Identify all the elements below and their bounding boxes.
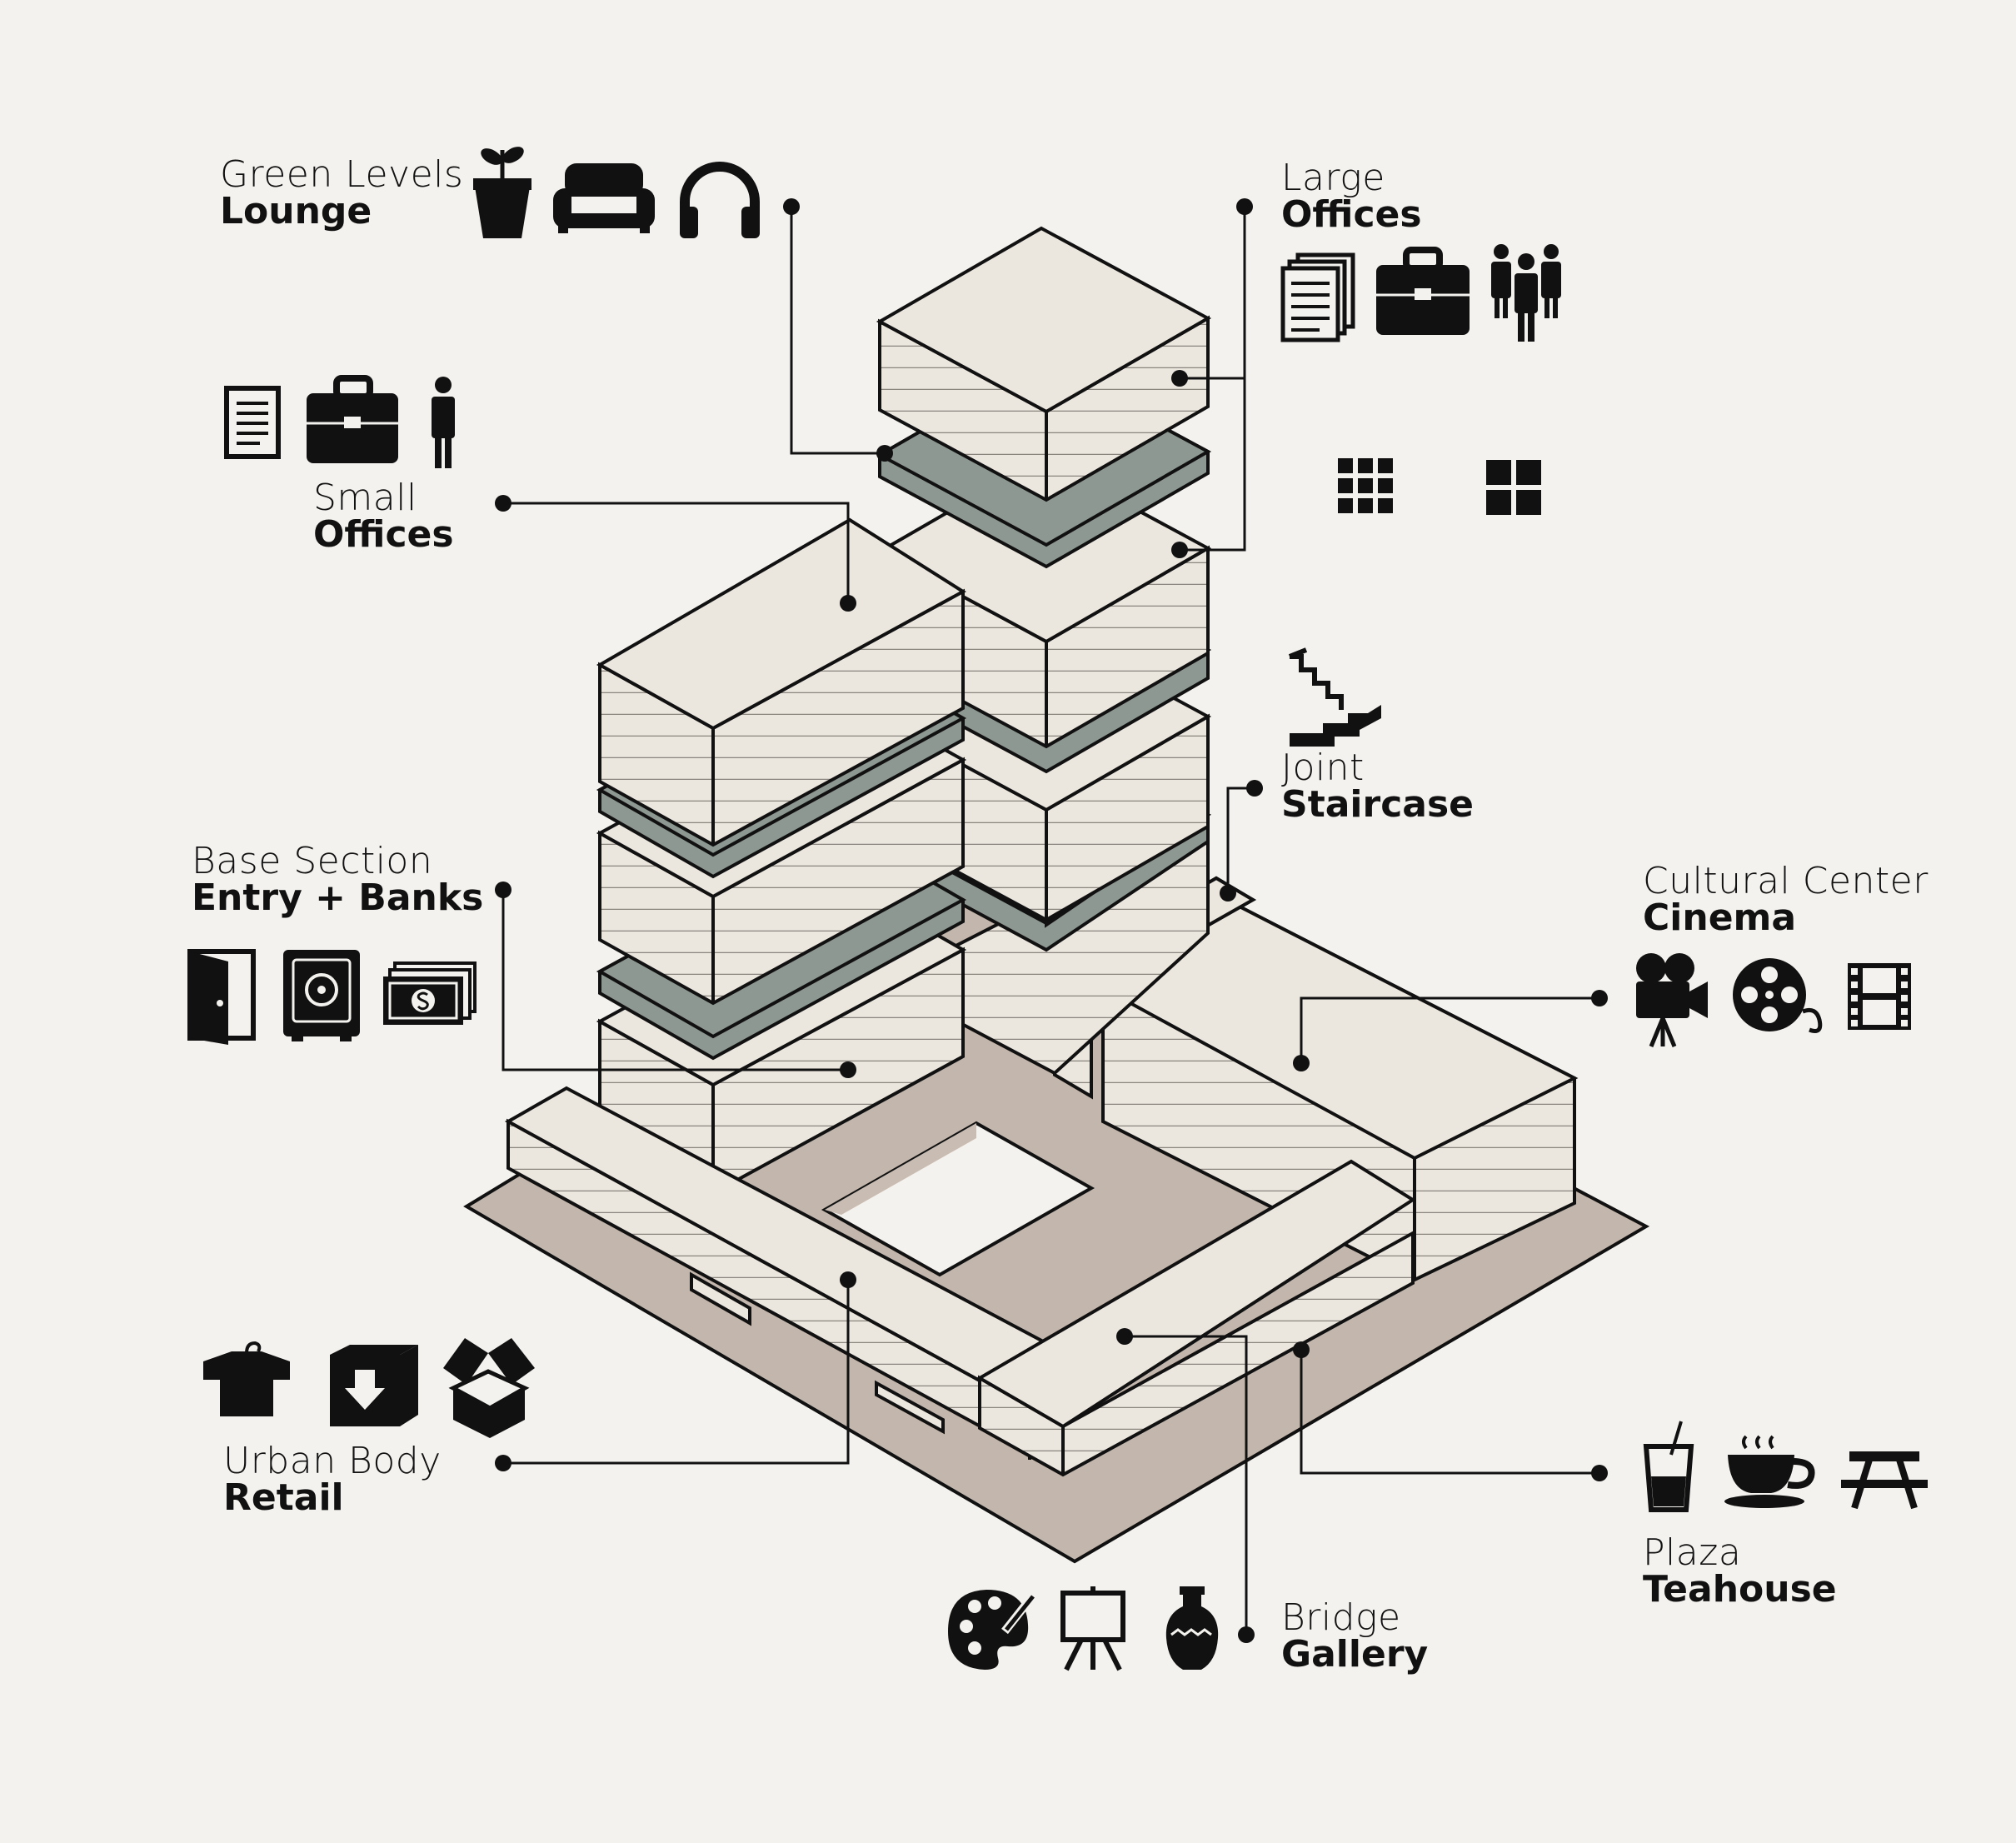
label-line2: Cinema [1643, 897, 1797, 939]
vase-icon [1165, 1586, 1219, 1670]
coffee-cup-icon [1724, 1435, 1815, 1508]
headphones-icon [680, 162, 760, 238]
courtyard-opening [821, 1121, 1095, 1277]
box-icon [330, 1345, 418, 1426]
grid-nine-icon [1338, 458, 1393, 513]
label-line2: Offices [313, 513, 454, 556]
shirt-icon [203, 1341, 290, 1416]
label-line2: Gallery [1281, 1633, 1429, 1676]
small-offices-tower [596, 517, 967, 1196]
label-line2: Retail [223, 1476, 344, 1519]
label-entry-banks: Base Section Entry + Banks [192, 843, 483, 917]
open-box-icon [443, 1338, 535, 1438]
label-line1: Green Levels [220, 153, 464, 196]
movie-camera-icon [1636, 953, 1708, 1047]
label-teahouse: Plaza Teahouse [1643, 1535, 1837, 1608]
documents-icon [1280, 252, 1355, 342]
label-line2: Staircase [1281, 783, 1474, 826]
document-icon [224, 386, 281, 459]
label-line2: Entry + Banks [192, 877, 484, 919]
label-staircase: Joint Staircase [1281, 750, 1474, 823]
drink-cup-icon [1643, 1421, 1694, 1512]
label-retail: Urban Body Retail [223, 1443, 442, 1516]
label-line1: Bridge [1281, 1596, 1401, 1639]
label-line1: Urban Body [223, 1440, 442, 1482]
label-line1: Plaza [1643, 1531, 1742, 1574]
tower-block [876, 226, 1212, 502]
bridge-gallery-bar [976, 1159, 1416, 1477]
stairs-icon [1288, 647, 1381, 747]
label-line1: Cultural Center [1643, 860, 1929, 902]
label-cinema: Cultural Center Cinema [1643, 863, 1929, 936]
leader-lines [502, 207, 1599, 1635]
label-large-offices: Large Offices [1281, 160, 1422, 233]
safe-icon [283, 950, 360, 1041]
plant-pot-icon [473, 147, 531, 238]
money-icon [383, 961, 477, 1025]
label-lounge: Green Levels Lounge [220, 157, 463, 230]
label-line2: Offices [1281, 193, 1422, 236]
briefcase-icon [307, 375, 398, 463]
film-reel-icon [1733, 958, 1823, 1033]
grid-four-icon [1486, 460, 1541, 515]
label-line1: Joint [1281, 747, 1365, 789]
picnic-table-icon [1841, 1451, 1928, 1510]
urban-body-retail-bar [504, 1086, 1104, 1462]
group-of-people-icon [1491, 244, 1561, 342]
label-line2: Lounge [220, 190, 372, 232]
tower-block [596, 517, 966, 847]
palette-icon [948, 1590, 1035, 1670]
label-line2: Teahouse [1643, 1568, 1837, 1611]
door-icon [187, 949, 256, 1045]
label-line1: Small [313, 477, 417, 519]
label-line1: Base Section [192, 840, 433, 882]
label-small-offices: Small Offices [313, 480, 454, 553]
film-strip-icon [1848, 963, 1911, 1030]
person-icon [432, 377, 455, 468]
sofa-icon [553, 163, 655, 233]
label-line1: Large [1281, 157, 1385, 199]
leader-dots [495, 198, 1608, 1643]
easel-icon [1060, 1586, 1125, 1671]
briefcase-icon [1376, 247, 1470, 335]
label-gallery: Bridge Gallery [1281, 1600, 1428, 1673]
